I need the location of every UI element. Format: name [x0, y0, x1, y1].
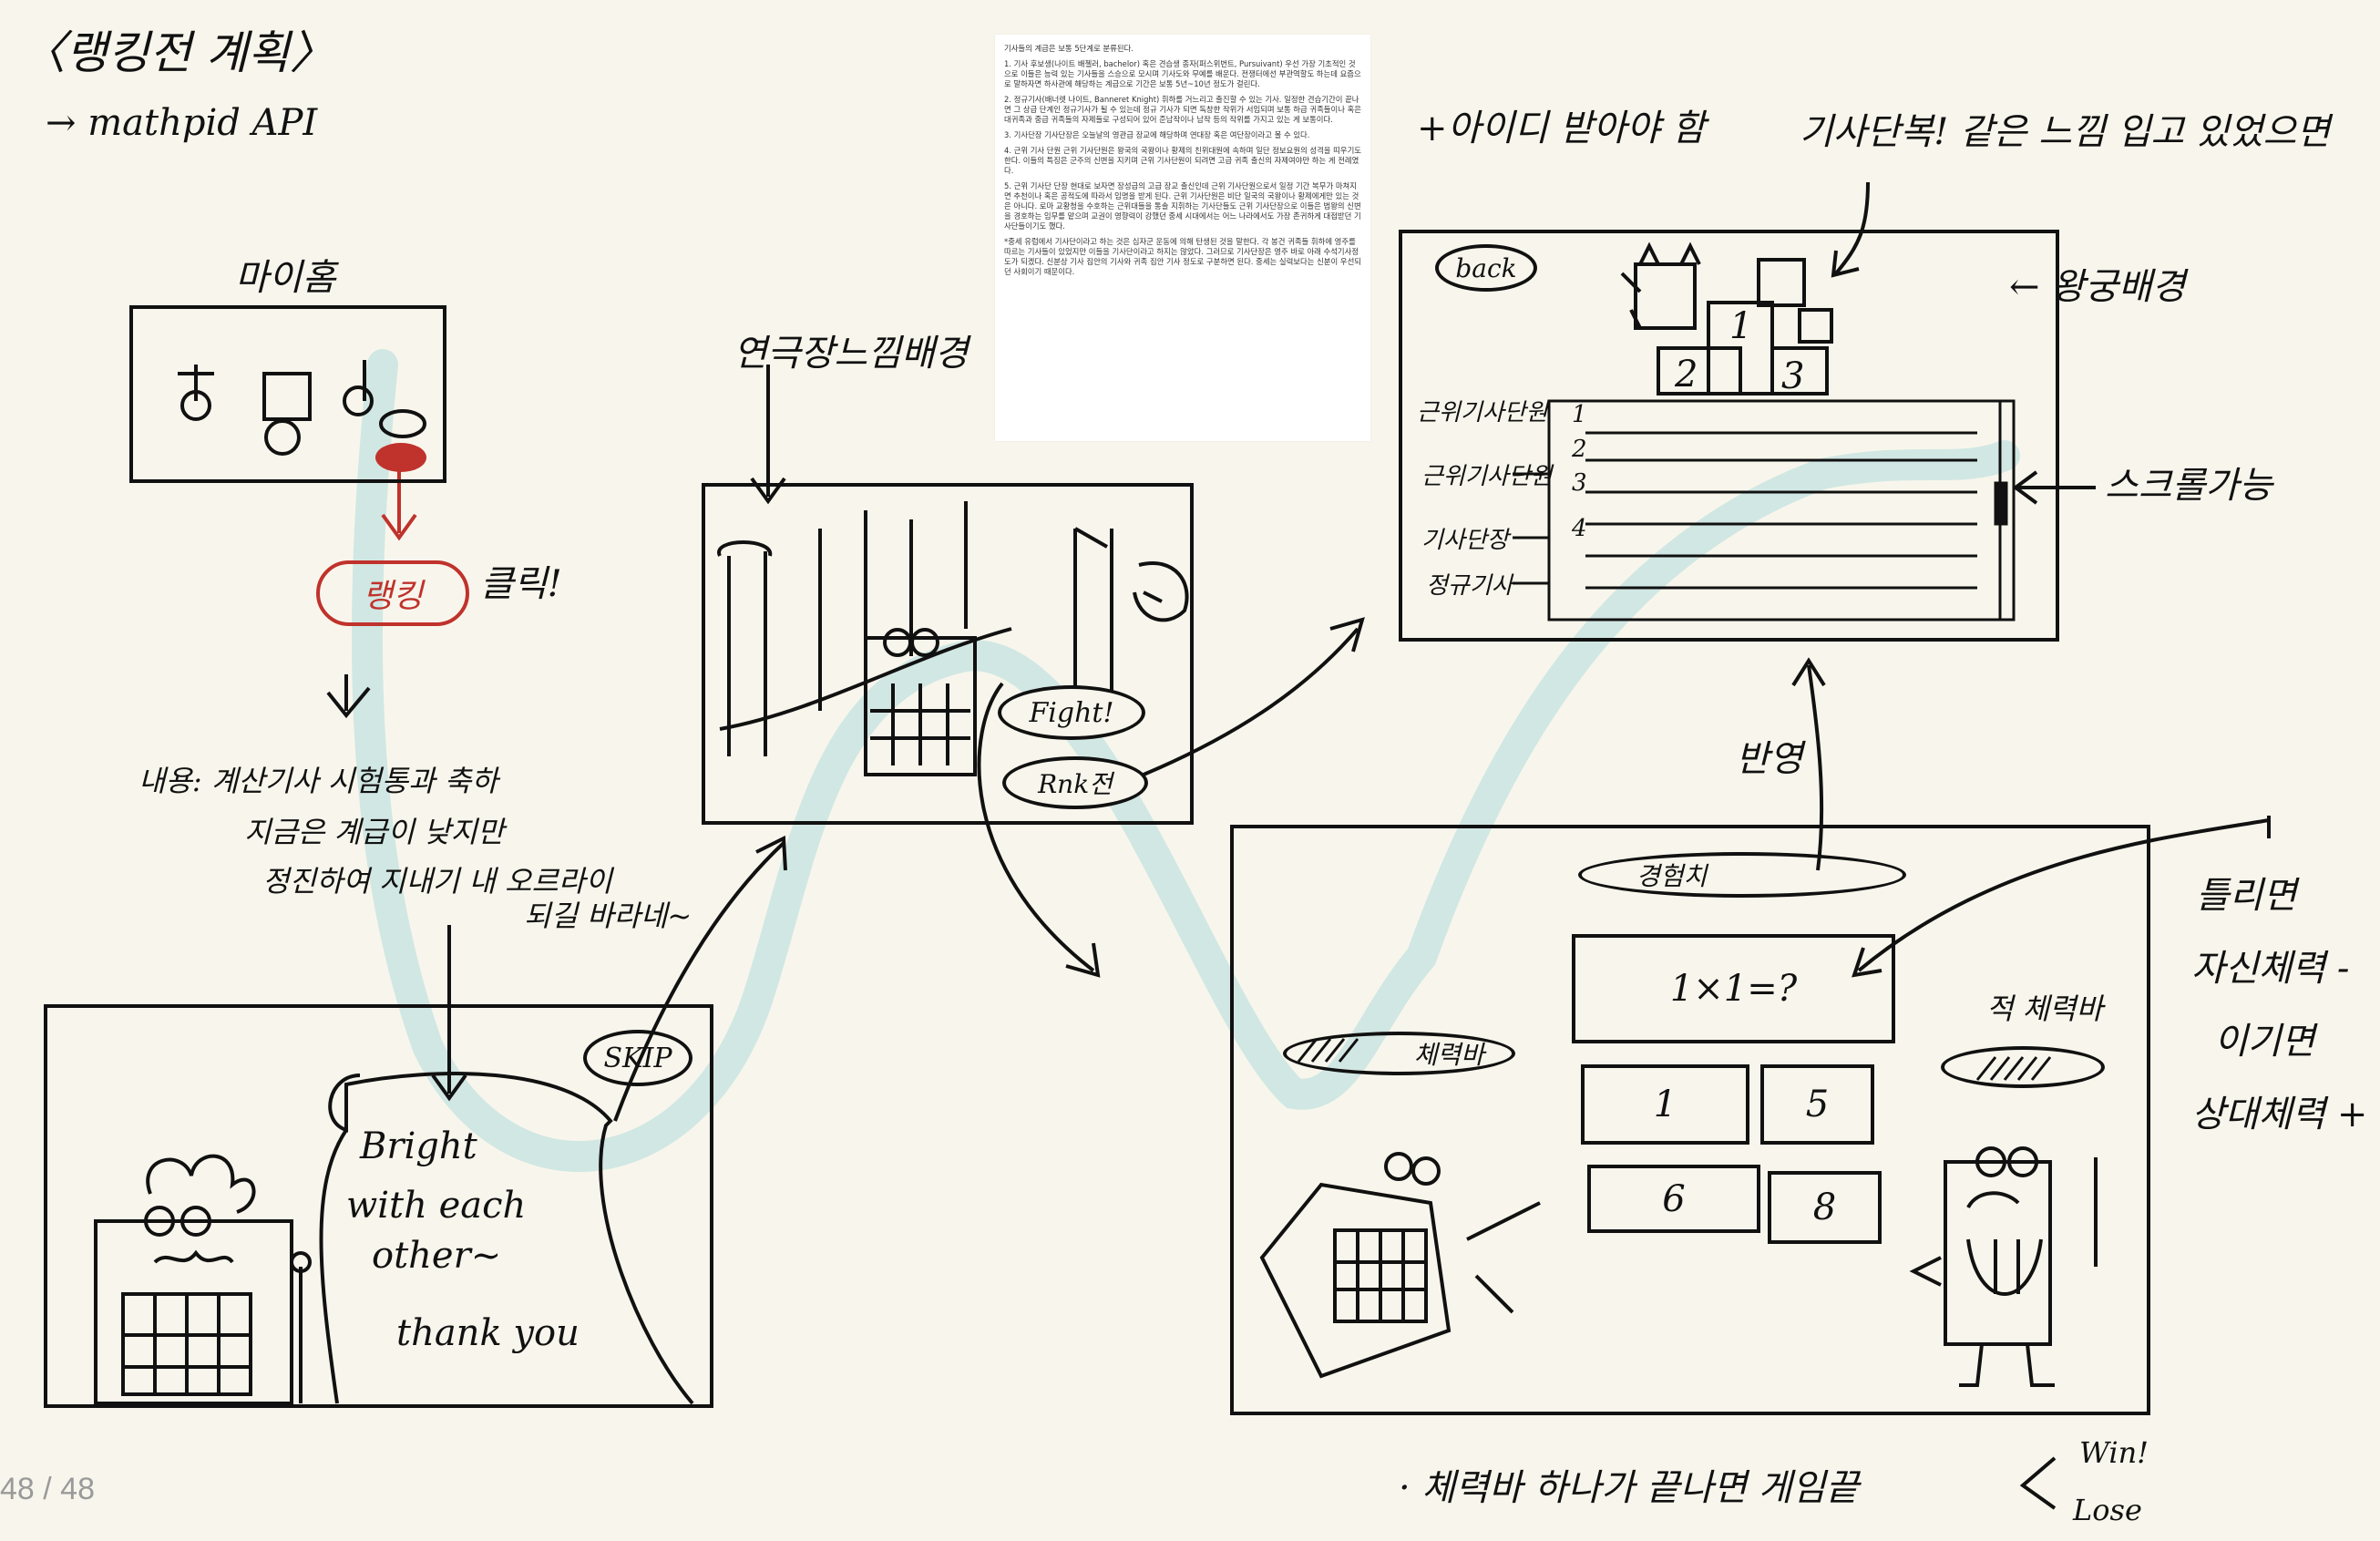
arena-label: 연극장느낌배경 [733, 333, 969, 375]
knight-note-arrow [1831, 181, 1870, 278]
podium-rank-3: 3 [1781, 355, 1805, 397]
ranking-podium [1620, 241, 1833, 396]
palace-note: ← 왕궁배경 [2009, 266, 2186, 308]
doc-paragraph: 기사들의 계급은 보통 5단계로 분류된다. [1004, 44, 1134, 53]
ranking-button[interactable]: 랭킹 [316, 560, 469, 626]
mypage-figures [178, 360, 426, 456]
skip-button[interactable]: SKIP [583, 1030, 692, 1086]
answer-label: 8 [1812, 1187, 1837, 1228]
answer-button[interactable]: 6 [1587, 1165, 1760, 1233]
side-note-line3: 이기면 [2214, 1021, 2315, 1063]
mypage-frame [129, 305, 446, 483]
skip-button-label: SKIP [603, 1042, 672, 1074]
doc-paragraph: 2. 정규기사(배너렛 나이트, Banneret Knight) 휘하를 거느… [1004, 95, 1361, 124]
battle-panel-frame [1230, 825, 2150, 1415]
side-note-line1: 틀리면 [2196, 875, 2297, 917]
doc-paragraph: 3. 기사단장 기사단장은 오늘날의 영관급 장교에 해당하며 연대장 혹은 여… [1004, 130, 1310, 139]
rank-battle-button[interactable]: Rnk전 [1002, 756, 1148, 809]
doc-paragraph: 1. 기사 후보생(나이트 배첼러, bachelor) 혹은 견습생 종자(퍼… [1004, 59, 1361, 88]
scroll-text-line2: with each [346, 1185, 527, 1227]
answer-label: 5 [1805, 1084, 1830, 1125]
ranking-row-number: 3 [1572, 469, 1587, 497]
tier-label: 정규기사 [1426, 572, 1513, 600]
tier-label: 기사단장 [1421, 527, 1509, 554]
exp-bar: 경험치 [1578, 852, 1906, 898]
tier-label: 근위기사단원 [1417, 399, 1548, 426]
side-note-line2: 자신체력 - [2191, 948, 2350, 990]
page-indicator: 48 / 48 [0, 1472, 95, 1506]
down-arrow [326, 674, 371, 719]
back-button[interactable]: back [1435, 244, 1537, 292]
knight-ranks-document: 기사들의 계급은 보통 5단계로 분류된다. 1. 기사 후보생(나이트 배첼러… [995, 35, 1370, 441]
ranking-row-number: 1 [1572, 401, 1587, 428]
answer-button[interactable]: 1 [1581, 1064, 1749, 1145]
intro-king-figure [94, 1154, 312, 1405]
content-note-line3: 정진하여 지내기 내 오르라이 [262, 864, 612, 899]
fight-button-label: Fight! [1029, 696, 1114, 729]
scroll-text-line1: Bright [360, 1125, 477, 1167]
mypage-label: 마이홈 [235, 257, 336, 299]
battle-characters [1259, 1146, 2098, 1387]
arena-stage-drawing [717, 501, 1189, 776]
scroll-text-line3: other~ [372, 1235, 502, 1277]
page-title: 〈랭킹전 계획〉 [20, 26, 335, 79]
fight-button[interactable]: Fight! [998, 685, 1145, 740]
doc-paragraph: *중세 유럽에서 기사단이라고 하는 것은 십자군 운동에 의해 탄생된 것을 … [1004, 237, 1361, 276]
highlight-stroke [351, 349, 2020, 1173]
exp-bar-label: 경험치 [1636, 861, 1708, 891]
side-note-arrow [1852, 818, 2270, 978]
arena-panel-frame [702, 483, 1194, 825]
answer-button[interactable]: 8 [1768, 1171, 1882, 1244]
ranking-button-label: 랭킹 [362, 578, 424, 615]
podium-rank-2: 2 [1675, 354, 1698, 396]
note-arrow-head [431, 1074, 467, 1102]
item-note: +아이디 받아야 함 [1417, 108, 1706, 149]
doc-paragraph: 5. 근위 기사단 단장 현대로 보자면 장성급의 고급 장교 출신인데 근위 … [1004, 181, 1361, 231]
api-note: → mathpid API [46, 102, 318, 144]
result-lose: Lose [2073, 1493, 2142, 1527]
result-win: Win! [2079, 1435, 2149, 1470]
ranking-list-lines [1513, 399, 2016, 622]
rank-battle-button-label: Rnk전 [1038, 769, 1113, 799]
result-bracket [2019, 1456, 2057, 1510]
question-box: 1×1=? [1572, 934, 1895, 1043]
podium-rank-1: 1 [1729, 305, 1753, 347]
answer-label: 6 [1662, 1177, 1686, 1220]
scroll-text-line4: thank you [396, 1312, 580, 1354]
back-button-label: back [1455, 252, 1517, 283]
reflect-note: 반영 [1736, 738, 1803, 780]
red-arrow-head [381, 513, 417, 541]
question-text: 1×1=? [1669, 968, 1798, 1010]
content-note-line4: 되길 바라네~ [524, 899, 692, 933]
rank-to-ranking-arrow [1143, 617, 1365, 776]
ranking-highlight-dot [375, 443, 426, 472]
side-note-line4: 상대체력 + [2191, 1094, 2368, 1135]
enemy-hp-bar [1941, 1046, 2105, 1088]
answer-label: 1 [1653, 1084, 1677, 1125]
ranking-row-number: 4 [1572, 515, 1587, 542]
intro-panel-frame [44, 1004, 713, 1408]
tier-label: 근위기사단원 [1421, 463, 1553, 490]
reflect-arrow [1791, 657, 1826, 871]
answer-button[interactable]: 5 [1760, 1064, 1874, 1145]
content-note-line2: 지금은 계급이 낮지만 [244, 815, 505, 849]
enemy-hp-label: 적 체력바 [1986, 991, 2103, 1026]
scroll-note: 스크롤가능 [2105, 465, 2272, 507]
knight-group-note: 기사단복! 같은 느낌 입고 있었으면 [1800, 111, 2331, 153]
my-hp-bar: 체력바 [1283, 1032, 1515, 1075]
ranking-panel-frame [1399, 230, 2059, 642]
content-note-line1: 내용: 계산기사 시험통과 축하 [138, 764, 498, 798]
my-hp-label: 체력바 [1413, 1040, 1484, 1070]
scroll-shape [319, 1072, 694, 1405]
click-note: 클릭! [480, 563, 562, 605]
doc-paragraph: 4. 근위 기사 단원 근위 기사단원은 왕국의 국왕이나 황제의 친위대원에 … [1004, 146, 1361, 175]
ranking-row-number: 2 [1572, 436, 1587, 463]
fight-to-battle-arrow [977, 682, 1101, 978]
end-note: · 체력바 하나가 끝나면 게임끝 [1399, 1467, 1860, 1509]
